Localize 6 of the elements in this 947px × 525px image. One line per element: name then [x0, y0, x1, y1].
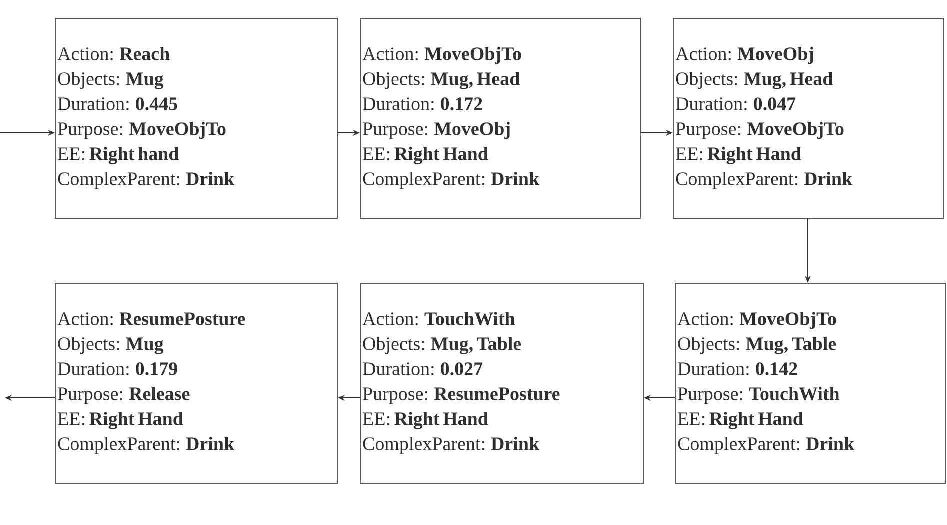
action-box: Action: Reach Objects: Mug Duration: 0.445 Purpose: MoveObjTo EE: Right hand ComplexParent: Drink: [55, 18, 338, 219]
action-box: Action: MoveObj Objects: Mug, Head Duration: 0.047 Purpose: MoveObjTo EE: Right Hand ComplexParent: Drink: [673, 18, 944, 219]
action-box: Action: TouchWith Objects: Mug, Table Duration: 0.027 Purpose: ResumePosture EE: Right Hand ComplexParent: Drink: [360, 283, 644, 484]
action-box: Action: MoveObjTo Objects: Mug, Head Duration: 0.172 Purpose: MoveObj EE: Right Hand ComplexParent: Drink: [360, 18, 641, 219]
action-box: Action: MoveObjTo Objects: Mug, Table Duration: 0.142 Purpose: TouchWith EE: Right Hand ComplexParent: Drink: [675, 283, 946, 484]
action-box: Action: ResumePosture Objects: Mug Duration: 0.179 Purpose: Release EE: Right Hand ComplexParent: Drink: [55, 283, 338, 484]
